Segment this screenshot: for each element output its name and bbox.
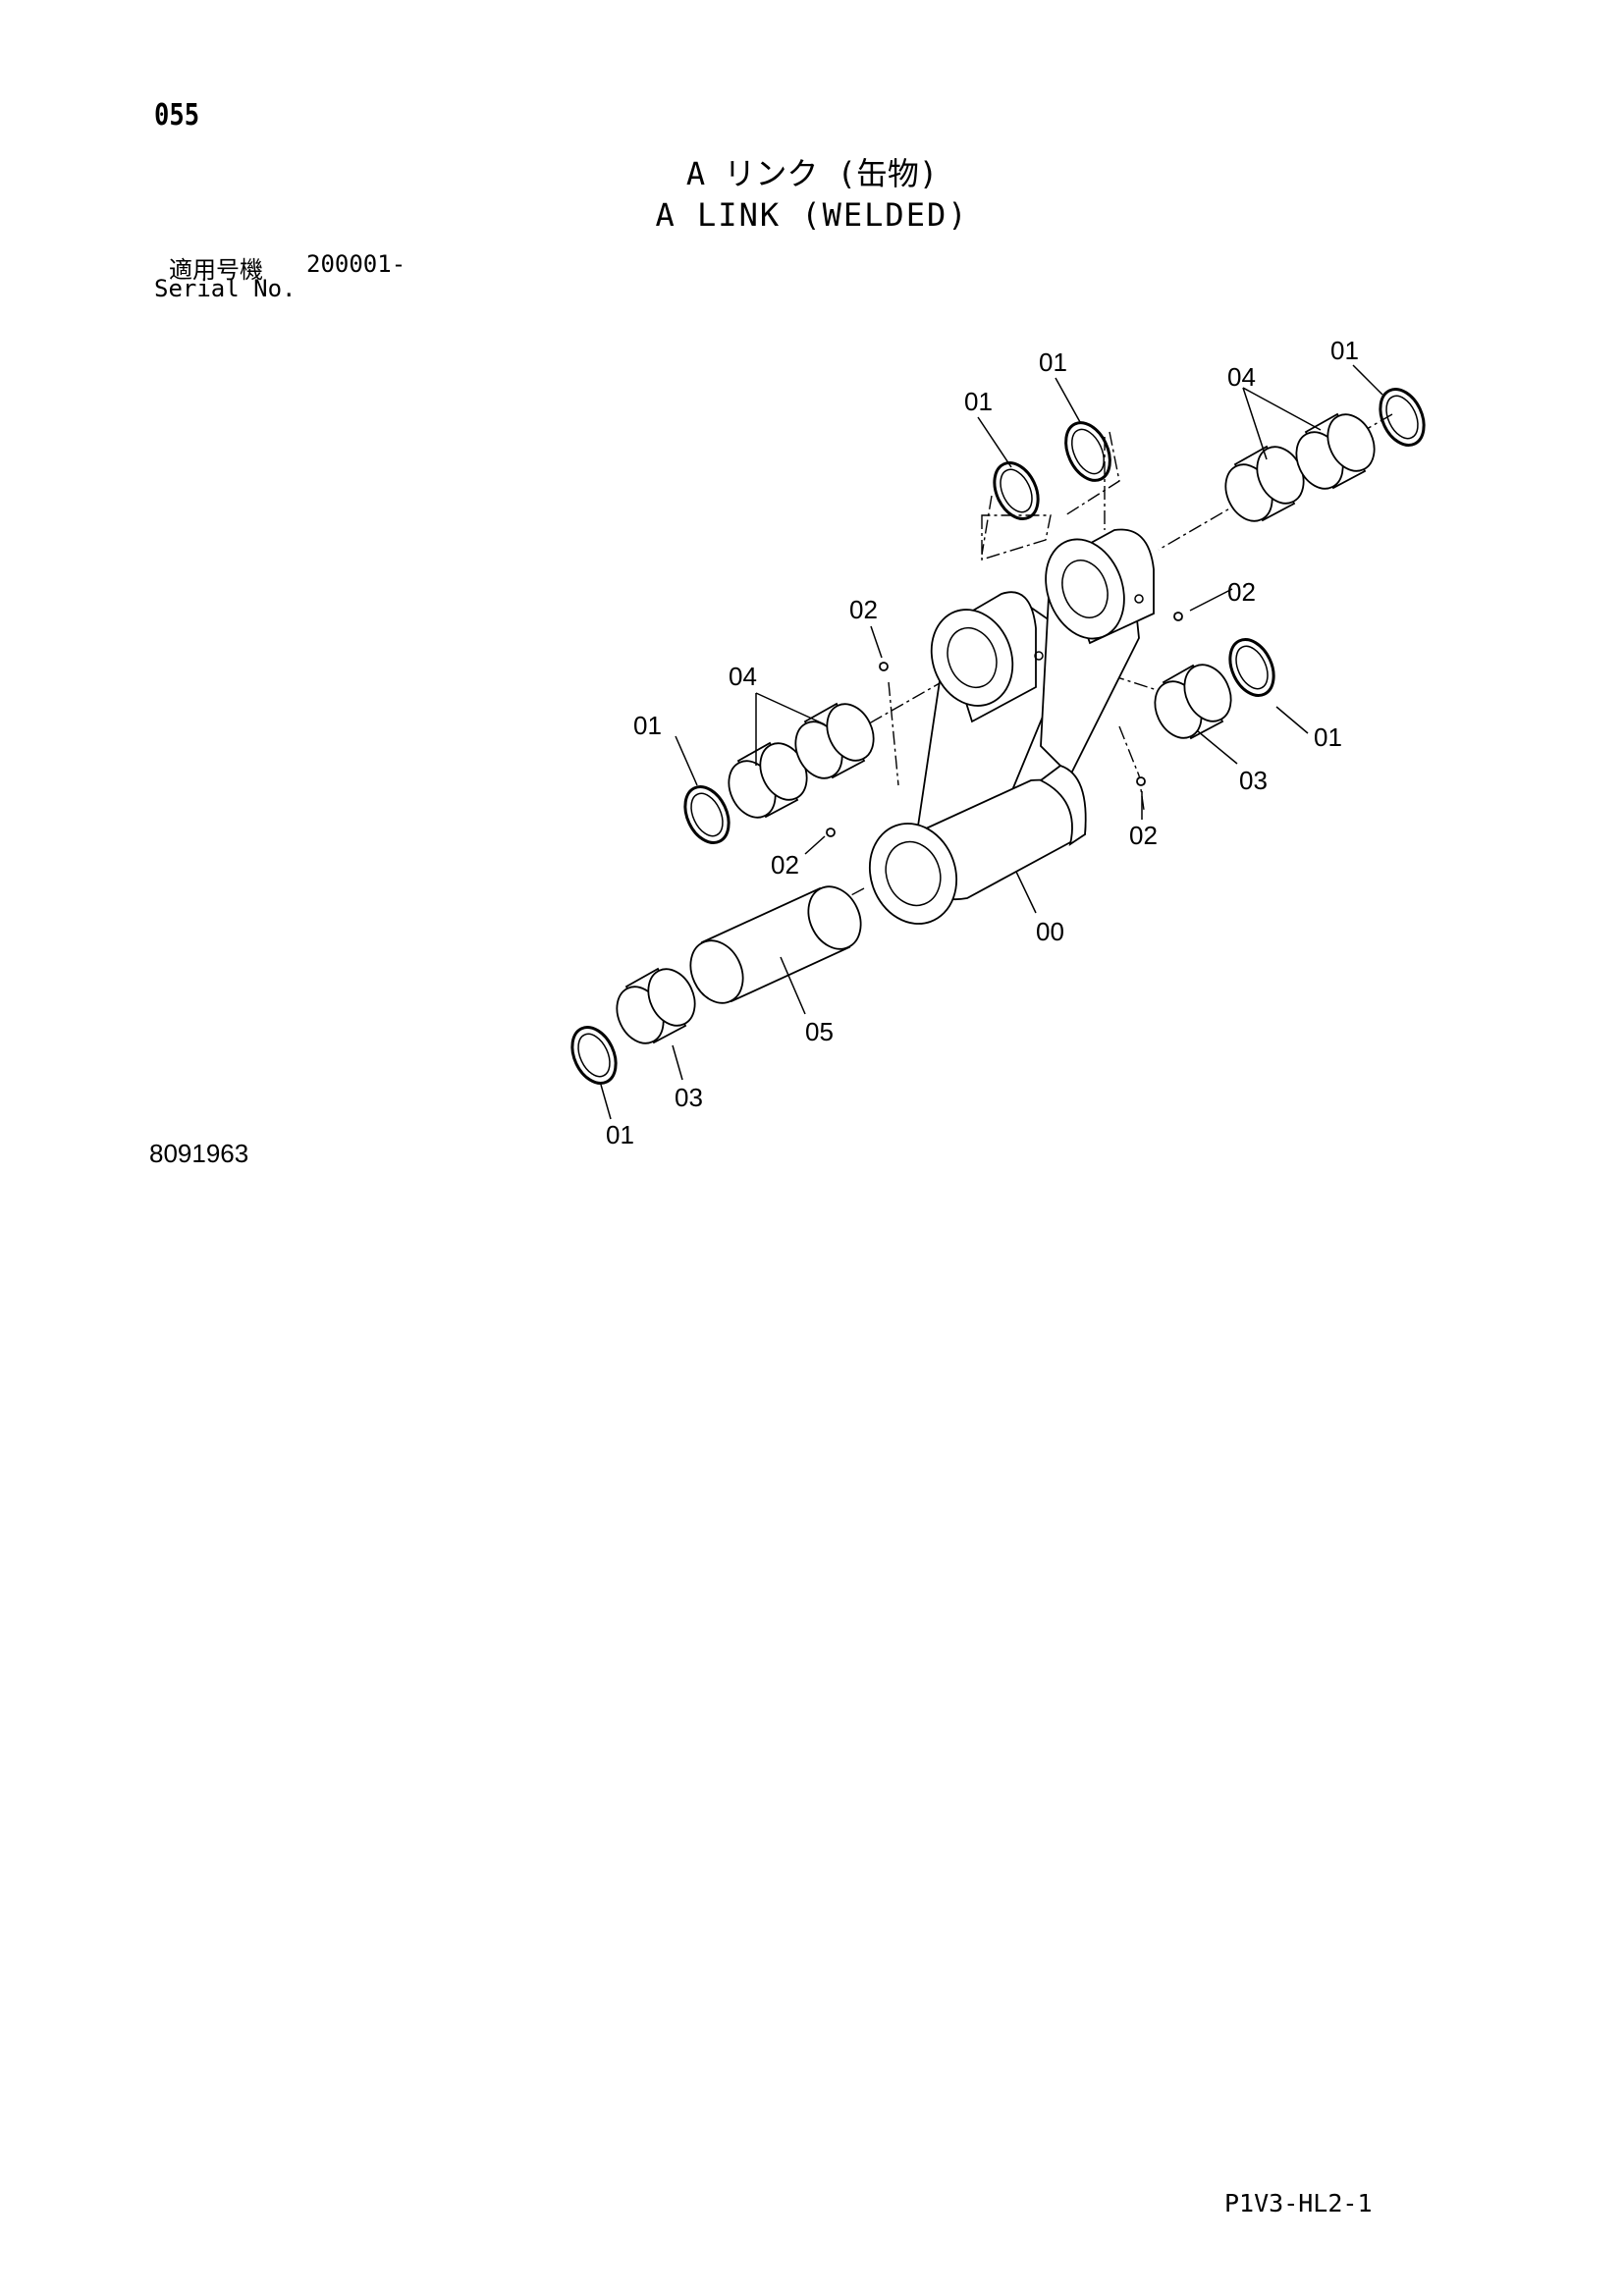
seal-ring-right (1228, 638, 1275, 697)
seal-ring-upper-middle (1064, 421, 1111, 482)
diagram-number: 8091963 (149, 1139, 249, 1168)
callout-01: 01 (1330, 336, 1359, 365)
page-title-japanese: A リンク (缶物) (685, 155, 939, 192)
serial-label-japanese: 適用号機 (169, 256, 263, 284)
a-link-body (868, 528, 1155, 925)
bushing-left-outer (728, 741, 808, 819)
callout-05: 05 (805, 1017, 834, 1046)
callout-01: 01 (606, 1120, 634, 1149)
grease-fitting-left (826, 828, 836, 837)
guide (1064, 431, 1120, 516)
grease-fitting-upper-right (1173, 612, 1183, 621)
guide (981, 514, 1052, 561)
bushing-upper-right-front (1224, 445, 1305, 522)
callout-02: 02 (771, 850, 799, 880)
callout-02: 02 (849, 595, 878, 624)
callout-03: 03 (1239, 766, 1268, 795)
callout-01: 01 (1314, 722, 1342, 752)
callout-04: 04 (729, 662, 757, 691)
grease-fitting-right (1136, 776, 1146, 786)
serial-range: 200001- (306, 250, 406, 278)
pin (689, 885, 862, 1004)
bushing-upper-right-back (1295, 412, 1376, 490)
seal-ring-lower-left (570, 1026, 618, 1085)
bushing-lower-left (616, 967, 696, 1044)
seal-ring-upper-left (993, 461, 1040, 520)
guide (888, 681, 899, 786)
callout-01: 01 (633, 711, 662, 740)
page-title-english: A LINK (WELDED) (655, 196, 969, 234)
callout-01: 01 (1039, 347, 1067, 377)
centerline (981, 495, 993, 556)
callout-00: 00 (1036, 917, 1064, 946)
seal-ring-upper-right (1379, 388, 1426, 447)
callout-03: 03 (675, 1083, 703, 1112)
serial-label-english: Serial No. (154, 275, 297, 302)
grease-fitting-upper-left (879, 662, 889, 671)
page-number: 055 (154, 98, 200, 133)
callout-04: 04 (1227, 362, 1256, 392)
guide (1118, 725, 1145, 811)
seal-ring-left (683, 785, 731, 844)
bushing-right (1154, 664, 1232, 740)
callout-02: 02 (1129, 821, 1158, 850)
callout-02: 02 (1227, 577, 1256, 607)
callout-01: 01 (964, 387, 993, 416)
page-code: P1V3-HL2-1 (1224, 2189, 1373, 2217)
exploded-parts-diagram: 01 01 01 01 01 01 02 02 02 02 03 03 04 0… (570, 336, 1426, 1149)
